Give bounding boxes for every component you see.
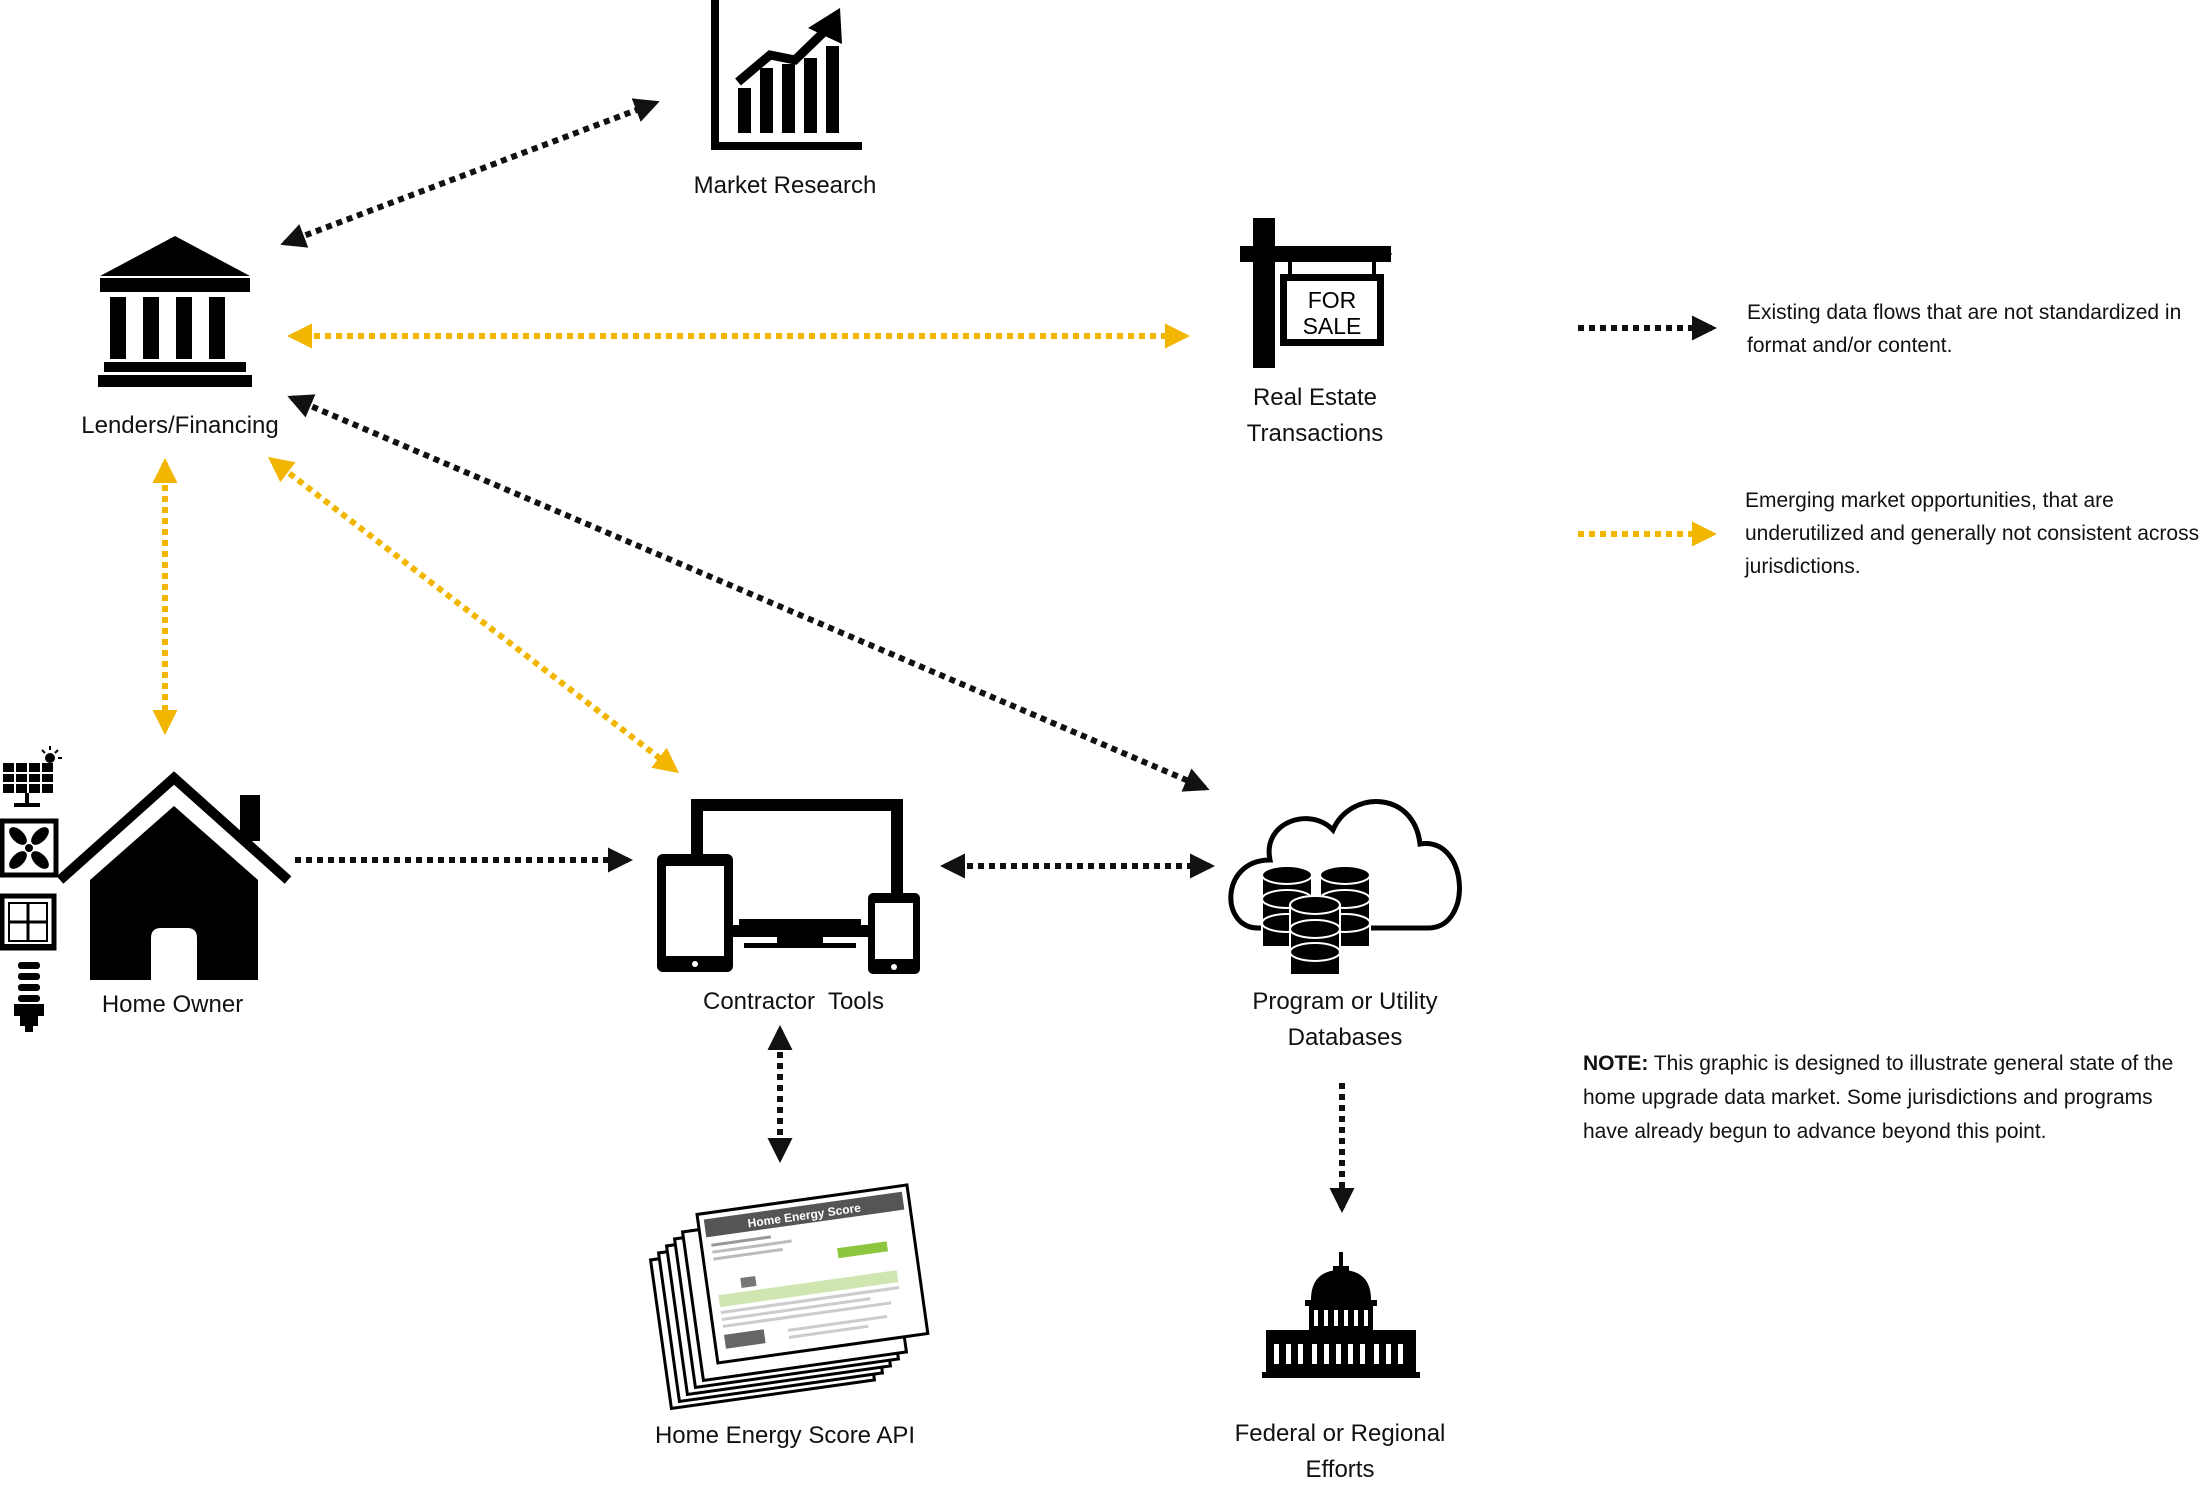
legend-existing-line1: Existing data flows that are not standar… <box>1747 301 2182 324</box>
cloud-database-icon <box>1228 799 1462 976</box>
legend-emerging-opportunities-text: Emerging market opportunities, that are … <box>1745 484 2207 583</box>
legend-existing-flows-text: Existing data flows that are not standar… <box>1747 296 2207 362</box>
flow-lenders-market-research <box>280 98 660 248</box>
home-energy-score-report-sheet: Home Energy Score <box>695 1183 930 1365</box>
house-icon <box>56 771 292 980</box>
federal-label-line1: Federal or Regional <box>1234 1420 1446 1447</box>
note-line2: home upgrade data market. Some jurisdict… <box>1583 1086 2153 1109</box>
legend-existing-line2: format and/or content. <box>1747 334 1953 357</box>
home-energy-score-report-stack-icon: Home Energy Score <box>648 1183 930 1411</box>
market-research-label: Market Research <box>693 172 877 199</box>
bank-building-icon <box>98 236 252 387</box>
flow-lenders-contractor-tools <box>268 456 679 774</box>
note-text: NOTE: This graphic is designed to illust… <box>1583 1047 2203 1149</box>
federal-regional-label: Federal or Regional Efforts <box>1190 1416 1490 1488</box>
real-estate-label: Real Estate Transactions <box>1180 380 1450 452</box>
fan-icon <box>0 818 59 878</box>
home-energy-score-api-label: Home Energy Score API <box>654 1422 916 1449</box>
flow-lenders-program-databases <box>287 394 1210 792</box>
program-label-line1: Program or Utility <box>1252 988 1438 1015</box>
program-label-line2: Databases <box>1287 1024 1403 1051</box>
lenders-financing-label: Lenders/Financing <box>81 412 279 439</box>
devices-icon <box>657 799 920 974</box>
legend-emerging-line2: underutilized and generally not consiste… <box>1745 522 2200 545</box>
legend-emerging-line3: jurisdictions. <box>1745 555 1861 578</box>
contractor-tools-label: Contractor Tools <box>703 988 884 1015</box>
real-estate-label-line1: Real Estate <box>1252 384 1378 411</box>
chart-growth-icon <box>711 0 862 150</box>
for-sale-sign-icon: FOR SALE <box>1240 218 1392 368</box>
note-line1: NOTE: This graphic is designed to illust… <box>1583 1047 2203 1081</box>
federal-label-line2: Efforts <box>1305 1456 1375 1483</box>
legend-emerging-line1: Emerging market opportunities, that are <box>1745 489 2114 512</box>
real-estate-label-line2: Transactions <box>1246 420 1384 447</box>
window-icon <box>0 893 57 951</box>
for-sale-text-line2: SALE <box>1303 313 1362 339</box>
program-utility-databases-label: Program or Utility Databases <box>1195 984 1495 1056</box>
cfl-bulb-icon <box>14 962 44 1032</box>
capitol-building-icon <box>1262 1252 1420 1378</box>
for-sale-text-line1: FOR <box>1308 287 1357 313</box>
home-owner-label: Home Owner <box>101 991 244 1018</box>
note-line1-text: This graphic is designed to illustrate g… <box>1648 1052 2174 1075</box>
note-line3: have already begun to advance beyond thi… <box>1583 1120 2047 1143</box>
note-label: NOTE: <box>1583 1052 1649 1075</box>
solar-panel-icon <box>3 746 62 807</box>
